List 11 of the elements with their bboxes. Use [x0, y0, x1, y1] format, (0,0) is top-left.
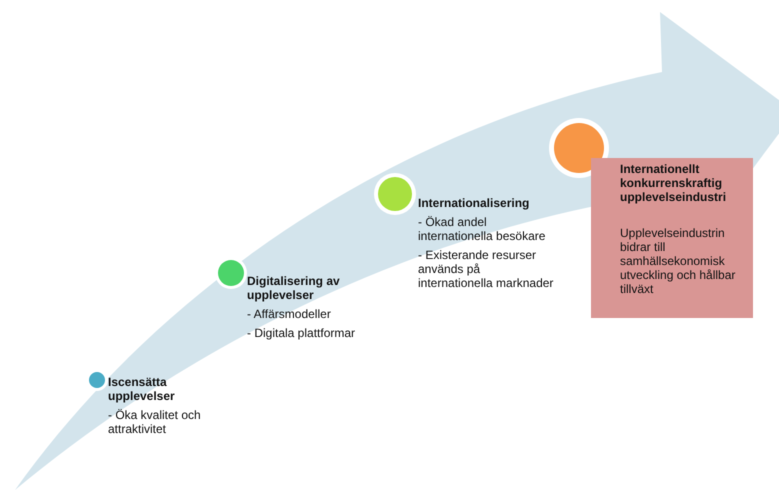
bullet-text: - Affärsmodeller — [247, 307, 332, 321]
description-text: Upplevelseindustrin bidrar till samhällsekonomisk utveckling och hållbar tillväxt — [620, 226, 736, 296]
milestone-heading: Digitalisering av upplevelser — [247, 274, 341, 302]
milestone-heading: Internationalisering — [418, 196, 530, 210]
bullet-text: - Digitala plattformar — [247, 326, 356, 340]
bullet-text: - Öka kvalitet och attraktivitet — [108, 408, 202, 436]
milestone-heading: Iscensätta upplevelser — [108, 375, 176, 403]
bullet-text: - Ökad andel internationella besökare — [418, 215, 546, 243]
bullet-text: - Existerande resurser används på internationella marknader — [418, 248, 554, 290]
goal-box — [591, 158, 753, 318]
milestone-heading: Internationellt konkurrenskraftig upplevelseindustri — [620, 162, 728, 204]
